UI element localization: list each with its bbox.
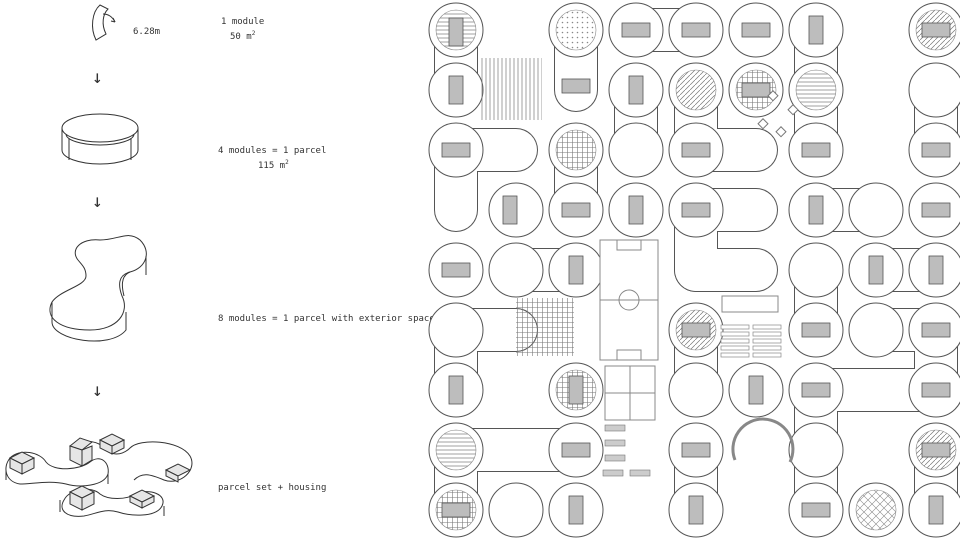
housing-block	[921, 322, 951, 338]
housing-block	[441, 262, 471, 278]
garden-patch	[435, 429, 477, 471]
bench	[752, 324, 782, 330]
bench	[752, 338, 782, 344]
dimension-label: 6.28m	[133, 27, 161, 37]
housing-block	[741, 22, 771, 38]
garden-patch	[675, 69, 717, 111]
housing-block	[628, 195, 644, 225]
garden-patch	[855, 489, 897, 531]
bench	[720, 345, 750, 351]
play-equipment	[602, 469, 624, 477]
master-plan	[428, 2, 960, 538]
seating-unit	[787, 104, 799, 116]
garden-patch	[555, 129, 597, 171]
bench	[720, 352, 750, 358]
arrow-down-icon: ↓	[92, 191, 103, 212]
housing-block	[928, 255, 944, 285]
housing-block	[681, 322, 711, 338]
planted-field	[516, 298, 574, 356]
housing-block	[681, 442, 711, 458]
bench	[720, 338, 750, 344]
parcel-module	[608, 122, 664, 178]
play-equipment	[604, 454, 626, 462]
bench	[752, 352, 782, 358]
housing-block	[681, 22, 711, 38]
housing-block	[502, 195, 518, 225]
housing-block	[561, 202, 591, 218]
parcel-module	[788, 242, 844, 298]
housing-block	[568, 255, 584, 285]
housing-block	[921, 442, 951, 458]
housing-block	[801, 322, 831, 338]
bench	[752, 331, 782, 337]
housing-block	[568, 495, 584, 525]
housing-block	[921, 382, 951, 398]
garden-patch	[555, 9, 597, 51]
step-2-area: 115 m2	[258, 159, 289, 171]
amphitheater-arc	[731, 417, 795, 463]
housing-block	[868, 255, 884, 285]
housing-block	[448, 17, 464, 47]
seating-unit	[757, 118, 769, 130]
housing-block	[568, 375, 584, 405]
play-equipment	[604, 424, 626, 432]
garden-patch	[795, 69, 837, 111]
parcel-module	[908, 62, 960, 118]
housing-block	[561, 442, 591, 458]
parcel-ring-sketch	[61, 113, 139, 165]
housing-block	[801, 502, 831, 518]
pavilion	[721, 295, 779, 313]
housing-block	[921, 202, 951, 218]
module-sketch	[92, 4, 116, 41]
seating-unit	[775, 126, 787, 138]
housing-block	[681, 202, 711, 218]
housing-block	[441, 142, 471, 158]
housing-block	[561, 78, 591, 94]
housing-block	[808, 15, 824, 45]
bench	[720, 324, 750, 330]
step-3-label: 8 modules = 1 parcel with exterior space	[218, 314, 435, 324]
housing-block	[441, 502, 471, 518]
parcel-module	[488, 242, 544, 298]
play-equipment	[604, 439, 626, 447]
housing-block	[448, 75, 464, 105]
housing-blocks	[8, 433, 192, 511]
housing-block	[928, 495, 944, 525]
housing-block	[681, 142, 711, 158]
parcel-module	[668, 362, 724, 418]
seating-unit	[767, 90, 779, 102]
housing-block	[688, 495, 704, 525]
arrow-down-icon: ↓	[92, 380, 103, 401]
housing-block	[921, 142, 951, 158]
soccer-goal-box	[616, 349, 642, 361]
parcel-module	[848, 302, 904, 358]
housing-block	[921, 22, 951, 38]
parcel-module	[788, 422, 844, 478]
bench	[752, 345, 782, 351]
step-1-label: 1 module	[221, 17, 265, 27]
bench	[720, 331, 750, 337]
parcel-set-sketch	[5, 441, 193, 517]
housing-block	[621, 22, 651, 38]
housing-block	[808, 195, 824, 225]
parcel-module	[488, 482, 544, 538]
housing-block	[741, 82, 771, 98]
housing-block	[801, 142, 831, 158]
housing-block	[801, 382, 831, 398]
parcel-module	[848, 182, 904, 238]
peanut-parcel-sketch	[49, 235, 147, 342]
play-equipment	[629, 469, 651, 477]
soccer-goal-box	[616, 239, 642, 251]
housing-block	[628, 75, 644, 105]
step-4-label: parcel set + housing	[218, 483, 327, 493]
step-2-label: 4 modules = 1 parcel	[218, 146, 327, 156]
step-1-area: 50 m2	[230, 30, 256, 42]
soccer-center-circle	[618, 289, 640, 311]
parcel-module	[428, 302, 484, 358]
housing-block	[448, 375, 464, 405]
housing-block	[748, 375, 764, 405]
arrow-down-icon: ↓	[92, 67, 103, 88]
planted-field	[480, 58, 542, 120]
